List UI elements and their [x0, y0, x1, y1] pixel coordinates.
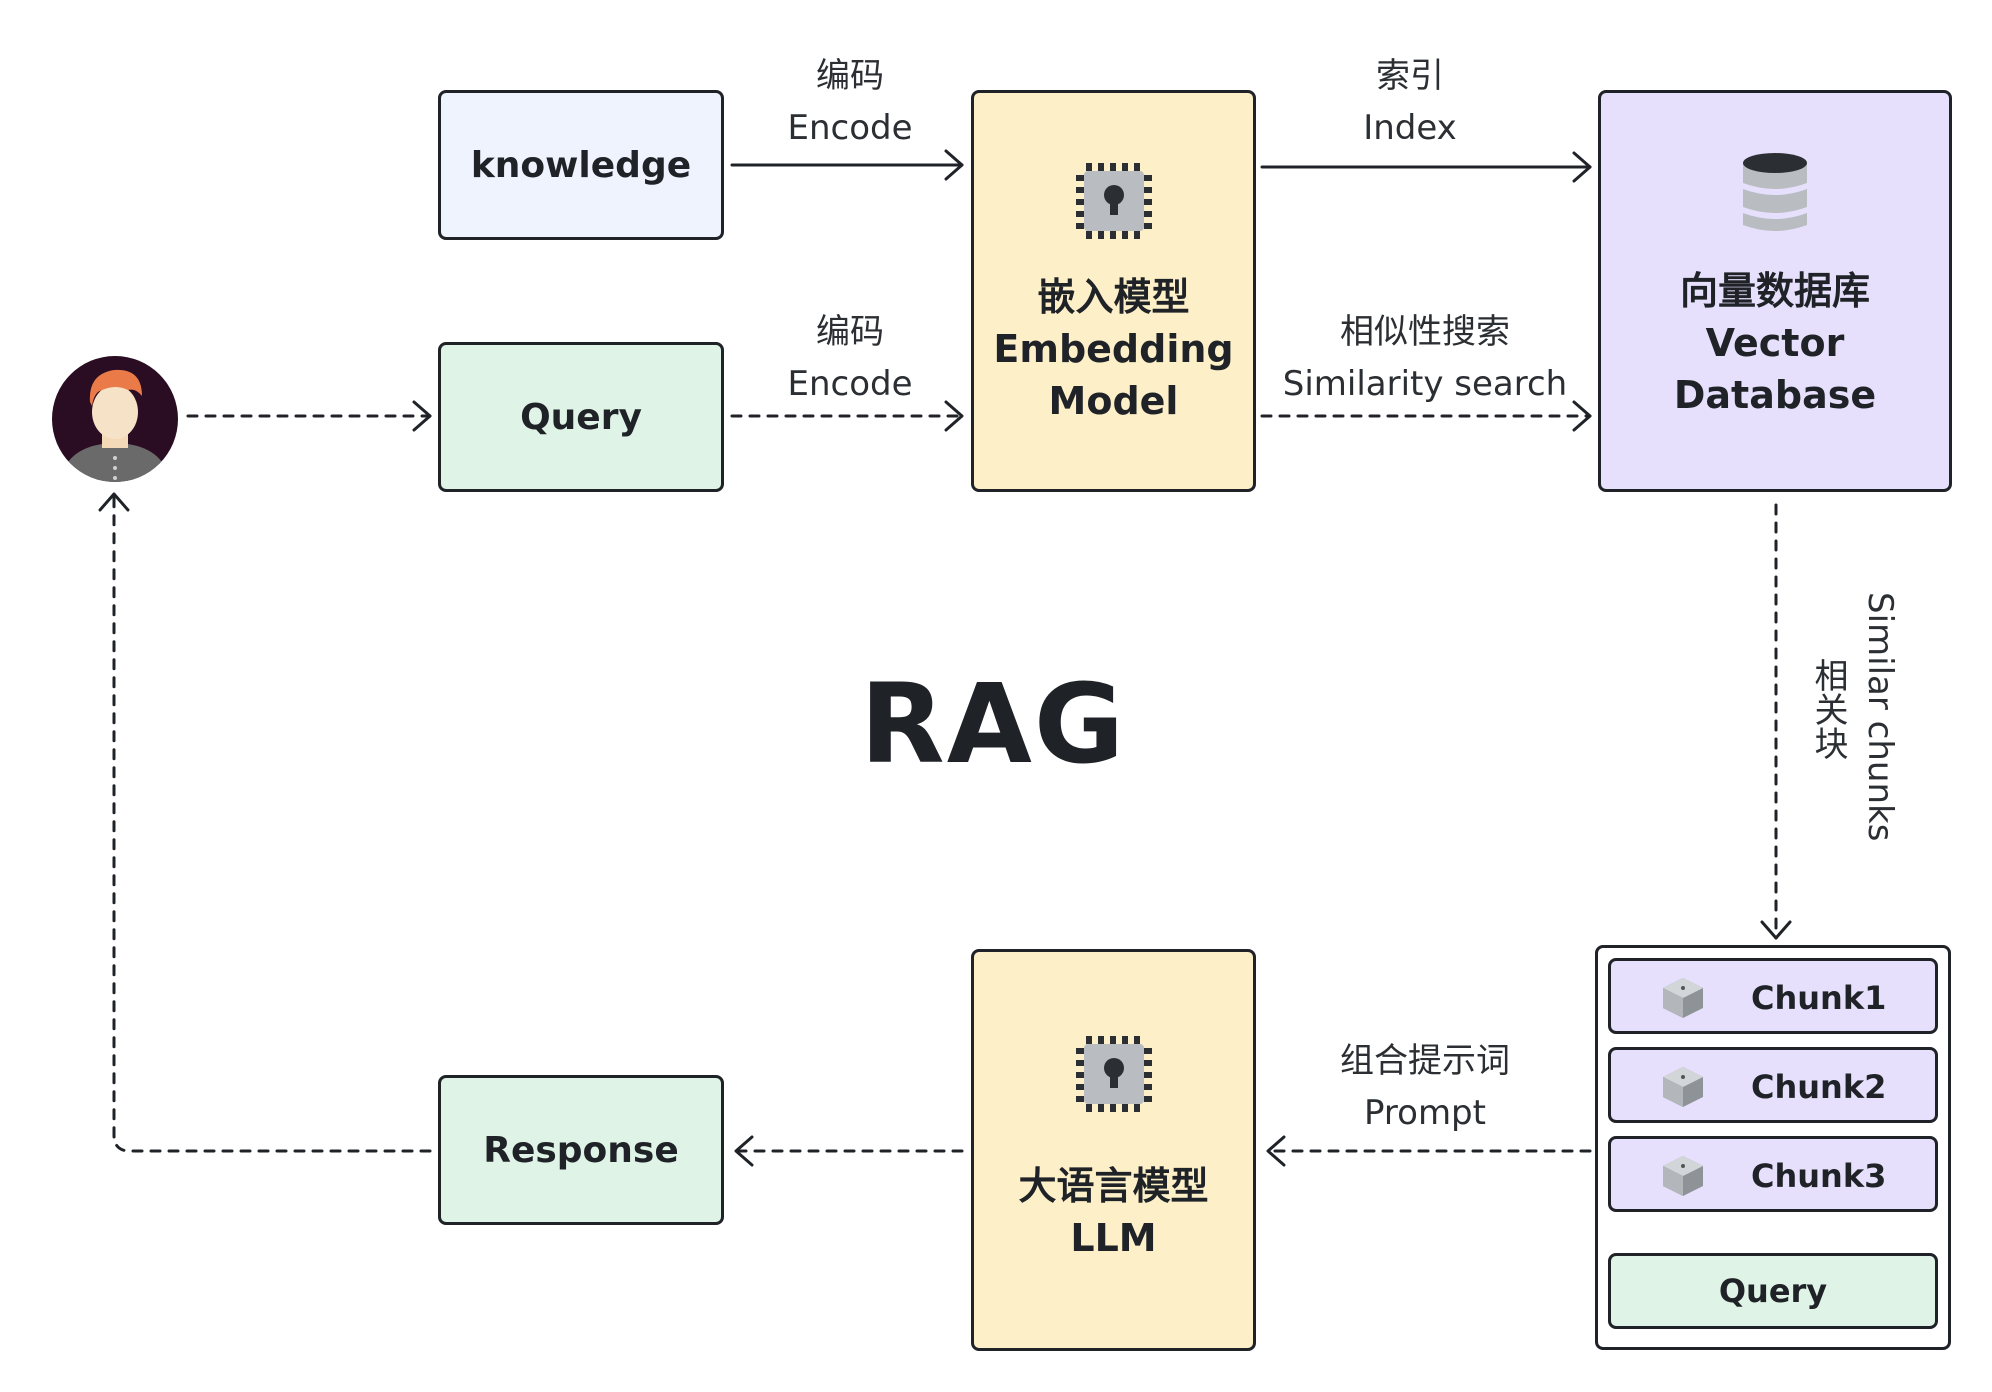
arrow-similar-chunks: [1760, 503, 1792, 940]
edge-label-en: Encode: [787, 108, 913, 148]
arrow-index: [1260, 151, 1592, 183]
diagram-title: RAG: [860, 660, 1127, 788]
edge-label-prompt: 组合提示词 Prompt: [1300, 1035, 1550, 1139]
edge-label-cn: 索引: [1376, 56, 1444, 96]
edge-label-en: Index: [1363, 108, 1457, 148]
edge-label-cn: 相似性搜索: [1340, 312, 1510, 352]
llm-en-label: LLM: [1070, 1216, 1157, 1260]
edge-label-en: Encode: [787, 364, 913, 404]
edge-label-encode-query: 编码 Encode: [760, 306, 940, 410]
edge-label-cn: 编码: [816, 312, 884, 352]
chunk-label: Chunk1: [1751, 979, 1887, 1017]
arrow-encode-query: [730, 400, 964, 432]
user-avatar: [52, 356, 178, 482]
llm-cn-label: 大语言模型: [1018, 1164, 1209, 1208]
query-node: Query: [438, 342, 724, 492]
knowledge-label: knowledge: [470, 144, 692, 186]
edge-label-cn: 相关块: [1808, 658, 1848, 760]
response-node: Response: [438, 1075, 724, 1225]
chunk-item: Chunk3: [1608, 1136, 1938, 1212]
edge-label-cn: 编码: [816, 56, 884, 96]
chunk-item: Chunk2: [1608, 1047, 1938, 1123]
cube-icon: [1663, 1156, 1703, 1196]
edge-label-index: 索引 Index: [1320, 50, 1500, 154]
response-label: Response: [483, 1129, 679, 1171]
chunk-label: Chunk2: [1751, 1068, 1887, 1106]
arrow-prompt: [1266, 1135, 1592, 1167]
arrow-llm-to-response: [734, 1135, 964, 1167]
database-icon: [1743, 153, 1807, 231]
chunk-item: Chunk1: [1608, 958, 1938, 1034]
arrow-response-to-user: [98, 492, 432, 1153]
prompt-query-label: Query: [1718, 1272, 1828, 1310]
edge-label-en: Similarity search: [1282, 364, 1568, 404]
vectordb-en-label-2: Database: [1673, 373, 1877, 417]
chunk-label: Chunk3: [1751, 1157, 1887, 1195]
query-label: Query: [520, 396, 642, 438]
edge-label-encode-knowledge: 编码 Encode: [760, 50, 940, 154]
chip-icon: [1075, 1036, 1152, 1112]
arrow-encode-knowledge: [730, 149, 964, 181]
vectordb-cn-label: 向量数据库: [1679, 269, 1870, 313]
prompt-assembly-box: Chunk1 Chunk2 Chunk3 Query: [1595, 945, 1951, 1350]
llm-node: 大语言模型 LLM: [971, 949, 1256, 1351]
cube-icon: [1663, 1067, 1703, 1107]
edge-label-similar-chunks: Similar chunks 相关块: [1802, 592, 1906, 862]
prompt-query-item: Query: [1608, 1253, 1938, 1329]
vectordb-en-label-1: Vector: [1705, 321, 1845, 365]
edge-label-en: Similar chunks: [1860, 592, 1900, 842]
vector-database-node: 向量数据库 Vector Database: [1598, 90, 1952, 492]
embedding-en-label-2: Model: [1048, 379, 1179, 423]
embedding-en-label-1: Embedding: [993, 327, 1234, 371]
chip-icon: [1075, 163, 1152, 239]
edge-label-en: Prompt: [1364, 1093, 1486, 1133]
embedding-cn-label: 嵌入模型: [1037, 275, 1190, 319]
edge-label-similarity-search: 相似性搜索 Similarity search: [1270, 306, 1580, 410]
embedding-model-node: 嵌入模型 Embedding Model: [971, 90, 1256, 492]
edge-label-cn: 组合提示词: [1340, 1041, 1510, 1081]
knowledge-node: knowledge: [438, 90, 724, 240]
cube-icon: [1663, 978, 1703, 1018]
arrow-user-to-query: [186, 400, 432, 432]
arrow-similarity-search: [1260, 400, 1592, 432]
